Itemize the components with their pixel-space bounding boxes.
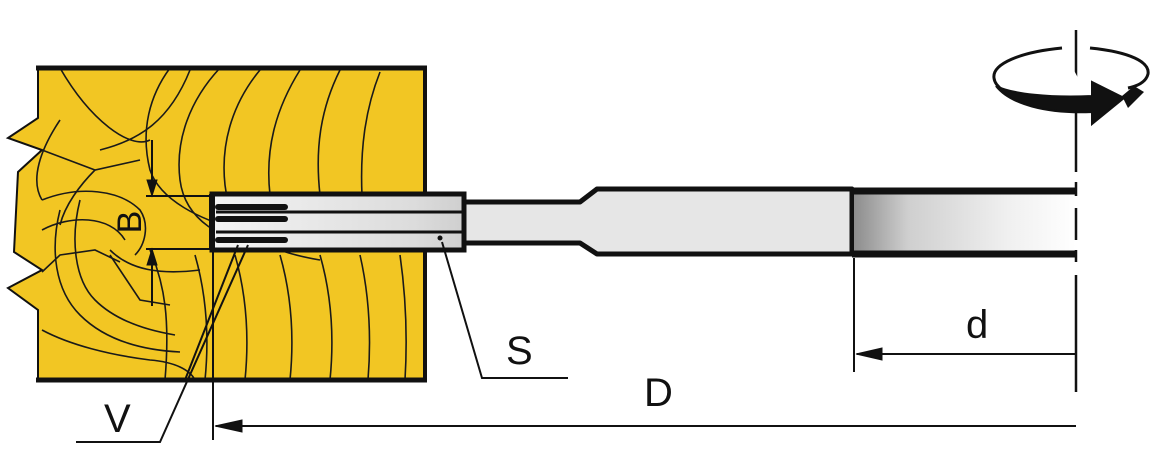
dimension-d (853, 258, 1076, 372)
label-B: B (111, 211, 149, 234)
router-bit (209, 186, 1076, 258)
cutter-screw (437, 235, 443, 241)
label-V: V (104, 397, 131, 441)
leader-V (76, 244, 249, 443)
label-d: d (966, 303, 988, 347)
leader-S (441, 241, 568, 379)
dimension-D (212, 252, 1076, 440)
bit-neck (461, 186, 855, 257)
rotation-arrow-icon (992, 46, 1150, 127)
wood-grain (36, 68, 407, 380)
dimension-B (146, 140, 212, 306)
bit-shank (852, 194, 1076, 252)
label-D: D (644, 371, 673, 415)
label-S: S (506, 329, 533, 373)
